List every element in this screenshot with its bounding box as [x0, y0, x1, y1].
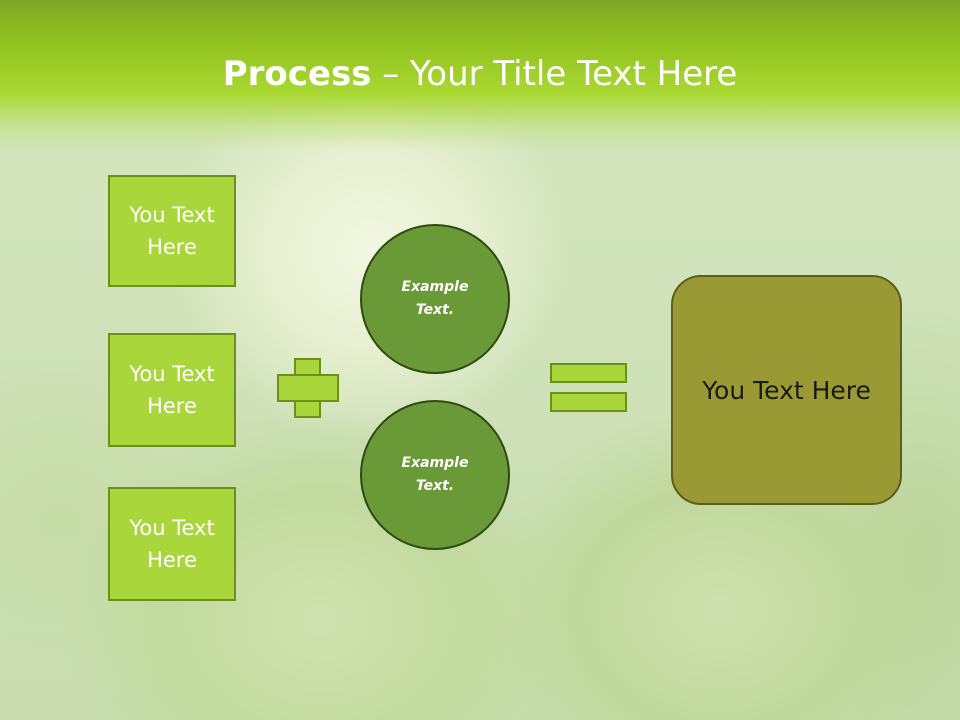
equals-icon-top-bar: [550, 363, 627, 383]
circle-line: Example: [401, 455, 469, 471]
text-box-3[interactable]: You Text Here: [108, 487, 236, 601]
title-bold: Process: [222, 54, 372, 94]
text-box-label: You Text Here: [129, 358, 214, 422]
slide-title[interactable]: Process – Your Title Text Here: [0, 54, 960, 94]
text-box-label: You Text Here: [129, 199, 214, 263]
text-box-1[interactable]: You Text Here: [108, 175, 236, 287]
text-box-line: You Text: [129, 516, 215, 540]
example-circle-1[interactable]: Example Text.: [360, 224, 510, 374]
plus-icon-center: [296, 376, 319, 400]
example-circle-2[interactable]: Example Text.: [360, 400, 510, 550]
circle-label: Example Text.: [402, 276, 469, 322]
circle-line: Text.: [415, 478, 455, 494]
text-box-line: Here: [147, 394, 197, 418]
text-box-line: Here: [147, 548, 197, 572]
circle-line: Example: [401, 279, 469, 295]
result-box[interactable]: You Text Here: [671, 275, 902, 505]
title-banner: [0, 0, 960, 150]
text-box-line: Here: [147, 235, 197, 259]
text-box-line: You Text: [129, 203, 215, 227]
circle-line: Text.: [415, 302, 455, 318]
equals-icon-bottom-bar: [550, 392, 627, 412]
result-label: You Text Here: [702, 375, 871, 405]
text-box-label: You Text Here: [129, 512, 214, 576]
text-box-line: You Text: [129, 362, 215, 386]
text-box-2[interactable]: You Text Here: [108, 333, 236, 447]
circle-label: Example Text.: [402, 452, 469, 498]
title-rest: – Your Title Text Here: [371, 54, 738, 94]
